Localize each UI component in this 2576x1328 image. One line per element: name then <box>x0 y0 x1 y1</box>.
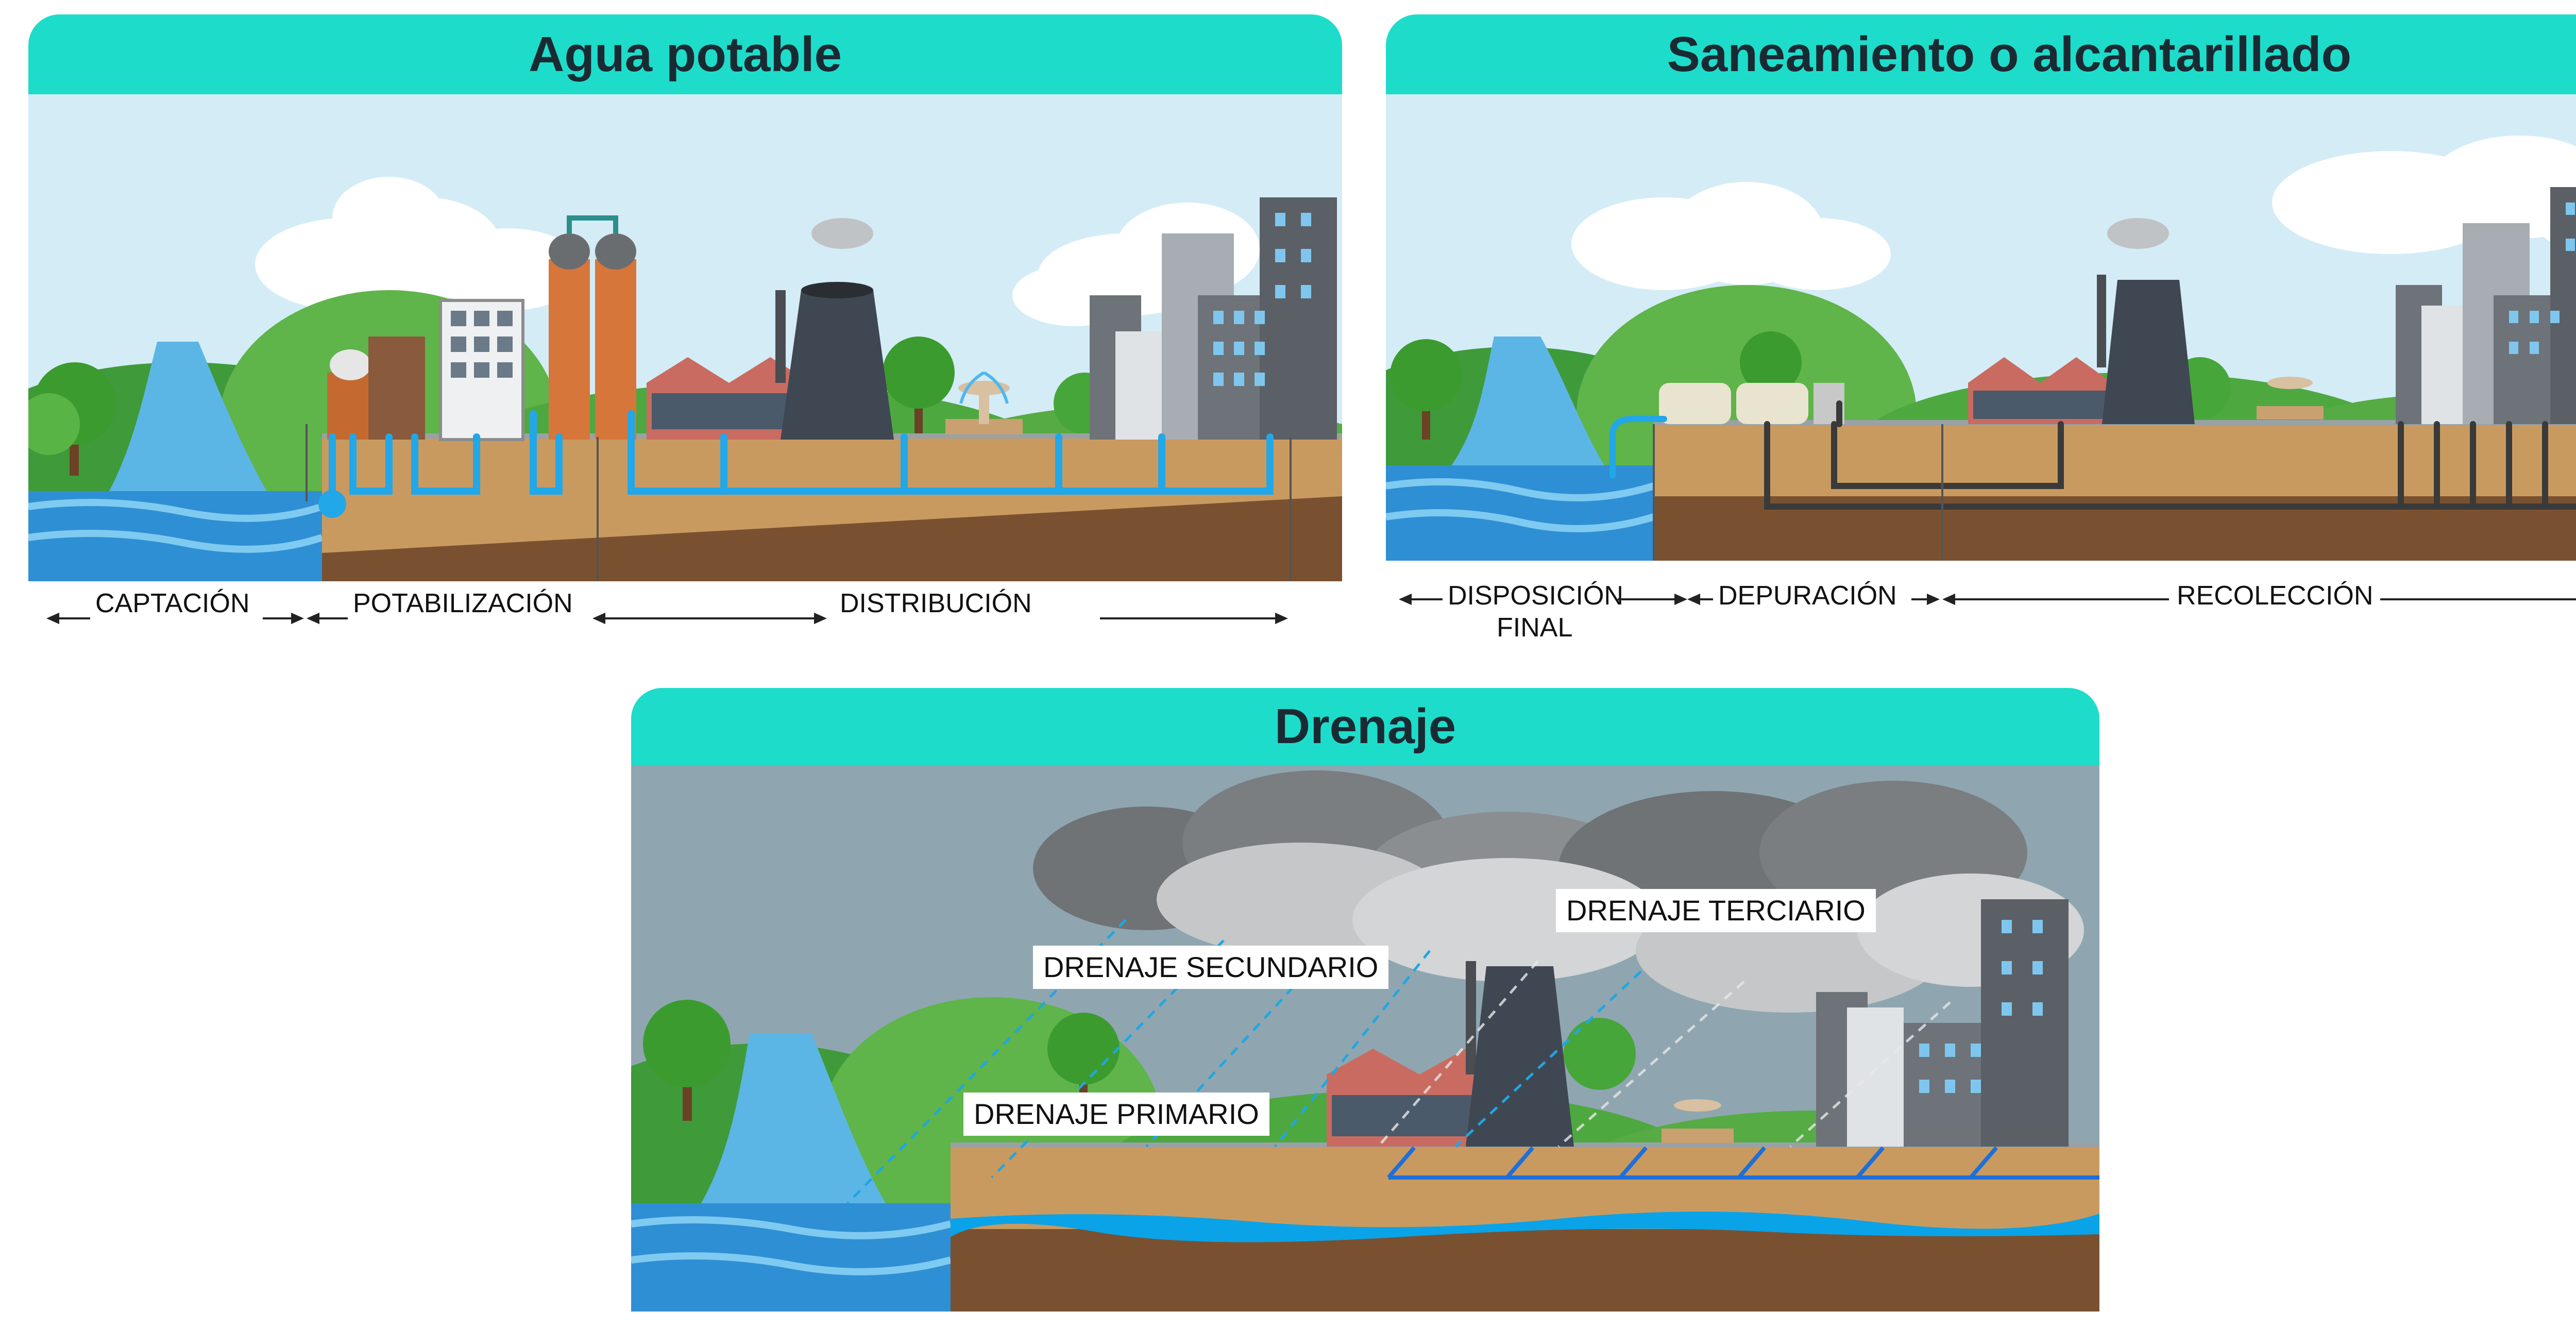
stage-potabilizacion: POTABILIZACIÓN <box>353 589 573 618</box>
panel-drenaje-header: Drenaje <box>631 688 2099 765</box>
saneamiento-stages: DISPOSICIÓN FINAL DEPURACIÓN RECOLECCIÓN <box>1386 580 2576 652</box>
saneamiento-stage-arrows <box>1399 593 2576 606</box>
stage-captacion: CAPTACIÓN <box>95 589 250 618</box>
saneamiento-scene <box>1386 94 2576 561</box>
stage-disposicion: DISPOSICIÓN <box>1448 581 1623 611</box>
label-drenaje-primario: DRENAJE PRIMARIO <box>963 1092 1269 1136</box>
panel-saneamiento: Saneamiento o alcantarillado <box>1386 14 2576 561</box>
panel-saneamiento-header: Saneamiento o alcantarillado <box>1386 14 2576 94</box>
agua-potable-stages: CAPTACIÓN POTABILIZACIÓN DISTRIBUCIÓN <box>28 587 1342 639</box>
stage-depuracion: DEPURACIÓN <box>1718 581 1897 611</box>
stage-recoleccion: RECOLECCIÓN <box>2177 581 2374 611</box>
panel-drenaje-title: Drenaje <box>1274 699 1456 754</box>
panel-drenaje: Drenaje <box>631 688 2099 1312</box>
stage-distribucion: DISTRIBUCIÓN <box>840 589 1032 618</box>
agua-potable-scene <box>28 94 1342 581</box>
drenaje-scene <box>631 765 2099 1312</box>
panel-agua-potable-header: Agua potable <box>28 14 1342 94</box>
agua-potable-stage-arrows <box>46 612 1288 625</box>
label-drenaje-secundario: DRENAJE SECUNDARIO <box>1033 946 1389 989</box>
panel-saneamiento-title: Saneamiento o alcantarillado <box>1667 26 2352 82</box>
panel-agua-potable-title: Agua potable <box>528 26 842 82</box>
label-drenaje-terciario: DRENAJE TERCIARIO <box>1556 889 1876 932</box>
stage-disposicion-final: FINAL <box>1497 613 1573 643</box>
panel-agua-potable: Agua potable <box>28 14 1342 581</box>
